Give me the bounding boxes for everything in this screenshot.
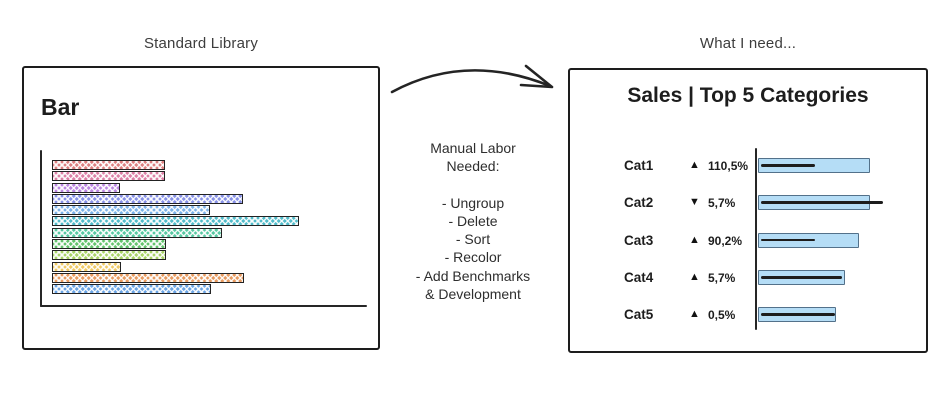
sales-bar <box>758 232 859 248</box>
benchmark-line <box>761 201 883 205</box>
manual-labor-line: & Development <box>425 286 521 303</box>
sales-bar <box>758 158 870 173</box>
pattern-bar <box>52 227 222 238</box>
pattern-bar <box>52 239 166 250</box>
triangle-down-icon: ▼ <box>689 196 700 209</box>
delta-value: 0,5% <box>708 308 736 322</box>
category-label: Cat4 <box>624 269 654 285</box>
benchmark-line <box>761 313 835 316</box>
sales-bar <box>758 307 836 322</box>
manual-labor-line: Needed: <box>446 158 500 175</box>
manual-labor-line: - Sort <box>455 231 491 248</box>
category-label: Cat5 <box>624 307 654 322</box>
left-chart-x-axis <box>40 305 367 308</box>
left-chart-y-axis <box>40 150 43 307</box>
delta-value: 5,7% <box>708 270 736 285</box>
sales-chart-title: Sales | Top 5 Categories <box>627 84 869 107</box>
right-chart-y-axis <box>755 148 758 330</box>
category-label: Cat3 <box>624 232 654 248</box>
what-i-need-box <box>568 68 928 353</box>
benchmark-line <box>761 164 815 167</box>
right-panel-title: What I need... <box>699 35 797 52</box>
triangle-up-icon: ▲ <box>689 270 700 283</box>
left-chart-label: Bar <box>41 94 80 120</box>
triangle-up-icon: ▲ <box>689 308 700 320</box>
category-label: Cat1 <box>624 158 654 173</box>
standard-bars <box>52 160 299 295</box>
manual-labor-line: - Recolor <box>444 249 502 266</box>
pattern-bar <box>52 171 165 182</box>
left-panel-title: Standard Library <box>143 35 259 52</box>
manual-labor-line <box>383 176 563 194</box>
sales-bar <box>758 269 845 285</box>
pattern-bar <box>52 160 165 170</box>
curved-arrow <box>390 64 554 94</box>
pattern-bar <box>52 250 166 261</box>
category-label: Cat2 <box>624 195 654 211</box>
pattern-bar <box>52 193 243 204</box>
pattern-bar <box>52 205 210 216</box>
delta-value: 90,2% <box>708 233 743 248</box>
manual-labor-line: - Delete <box>448 212 498 229</box>
pattern-bar <box>52 272 244 283</box>
triangle-up-icon: ▲ <box>689 159 700 171</box>
manual-labor-line: - Add Benchmarks <box>415 267 531 284</box>
pattern-bar <box>52 284 211 295</box>
sales-bar <box>758 195 883 211</box>
delta-value: 5,7% <box>708 196 736 211</box>
benchmark-line <box>761 275 842 279</box>
pattern-bar <box>52 182 120 193</box>
pattern-bar <box>52 216 299 227</box>
manual-labor-line: - Ungroup <box>441 194 505 211</box>
benchmark-line <box>761 238 815 242</box>
delta-value: 110,5% <box>708 159 749 173</box>
pattern-bar <box>52 261 121 272</box>
triangle-up-icon: ▲ <box>689 233 700 246</box>
manual-labor-line: Manual Labor <box>430 140 516 156</box>
